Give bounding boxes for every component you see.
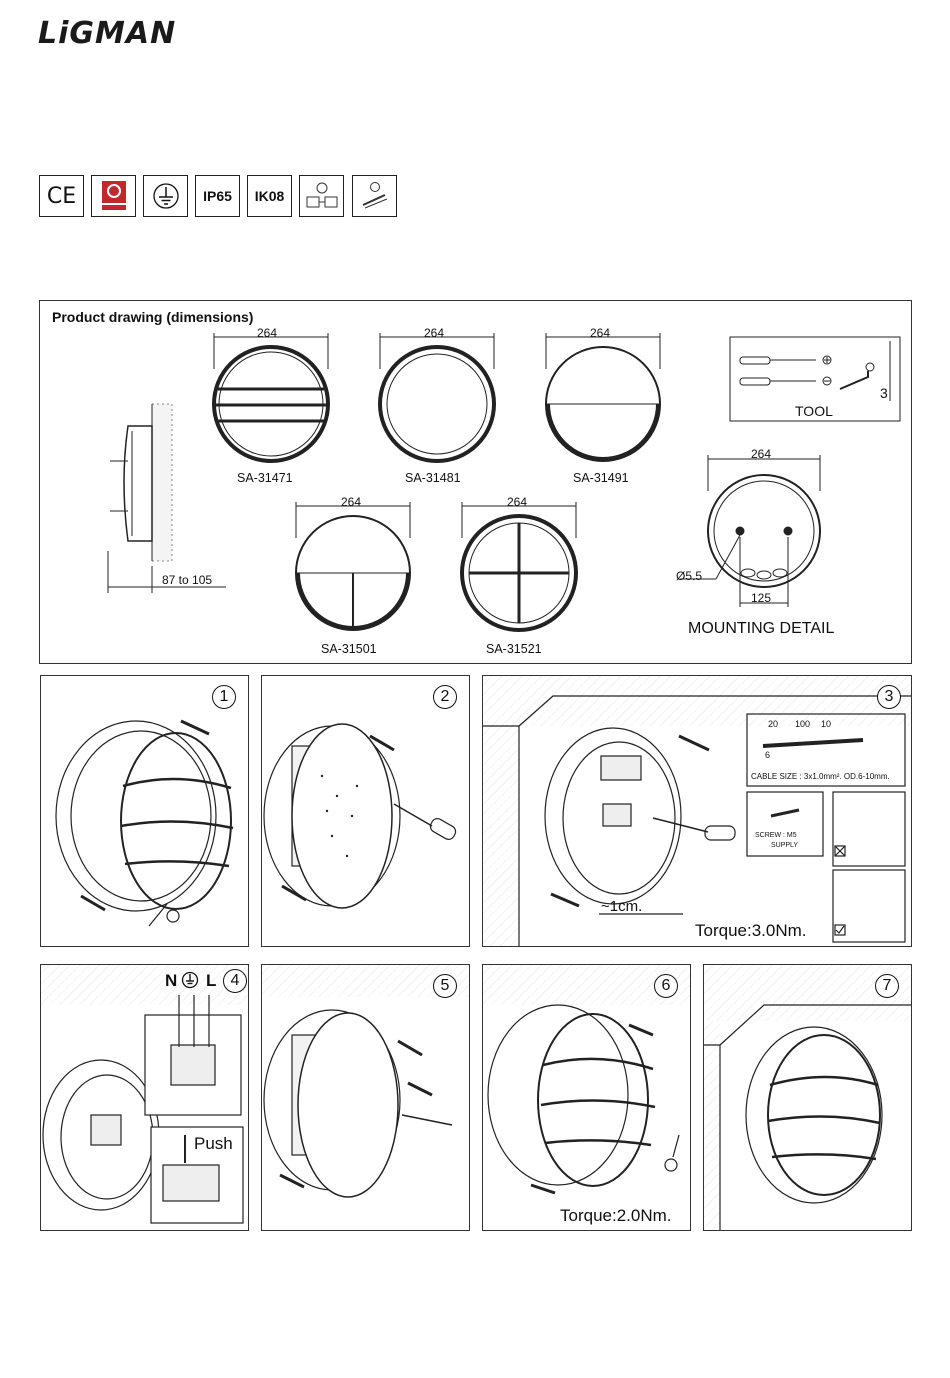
cable-dim: 100	[795, 719, 810, 729]
install-angle-icon	[299, 175, 344, 217]
step-number: 7	[875, 974, 899, 998]
mounting-width: 264	[751, 447, 771, 461]
remove-cover-illustration	[262, 676, 469, 946]
width-label-31481: 264	[424, 326, 444, 340]
live-label: L	[206, 971, 216, 991]
push-label: Push	[194, 1134, 233, 1154]
step-4-panel: 4 N L Push	[40, 964, 249, 1231]
cable-dim: 6	[765, 750, 770, 760]
torque-label: Torque:2.0Nm.	[560, 1206, 672, 1226]
step-number: 2	[433, 685, 457, 709]
distance-label: ~1cm.	[601, 898, 642, 915]
step-number: 4	[223, 969, 247, 993]
replace-grille-illustration	[483, 965, 690, 1230]
wiring-illustration	[483, 676, 911, 946]
replace-cover-illustration	[262, 965, 469, 1230]
model-label: SA-31501	[321, 642, 377, 656]
step-2-panel: 2	[261, 675, 470, 947]
earth-icon	[181, 971, 199, 994]
torque-label: Torque:3.0Nm.	[695, 921, 807, 941]
screw-supply: SUPPLY	[771, 842, 798, 849]
model-label: SA-31471	[237, 471, 293, 485]
cable-dim: 10	[821, 719, 831, 729]
dimension-drawings	[40, 301, 911, 663]
step-5-panel: 5	[261, 964, 470, 1231]
mounting-hole: Ø5.5	[676, 569, 702, 583]
step-6-panel: 6 Torque:2.0Nm.	[482, 964, 691, 1231]
screw-label: SCREW : M5	[755, 832, 797, 839]
finished-fixture-illustration	[704, 965, 911, 1230]
width-label-31501: 264	[341, 495, 361, 509]
quality-seal-icon	[91, 175, 136, 217]
model-label: SA-31481	[405, 471, 461, 485]
step-number: 6	[654, 974, 678, 998]
step-number: 3	[877, 685, 901, 709]
width-label-31491: 264	[590, 326, 610, 340]
width-label-31471: 264	[257, 326, 277, 340]
step-1-panel: 1	[40, 675, 249, 947]
step-3-panel: 3 20 100 10 6 CABLE SIZE : 3x1.0mm². OD.…	[482, 675, 912, 947]
step-number: 1	[212, 685, 236, 709]
step-number: 5	[433, 974, 457, 998]
model-label: SA-31521	[486, 642, 542, 656]
step-7-panel: 7	[703, 964, 912, 1231]
remove-grille-illustration	[41, 676, 248, 946]
model-label: SA-31491	[573, 471, 629, 485]
neutral-label: N	[165, 971, 177, 991]
screwdriver-mount-icon	[352, 175, 397, 217]
earth-ground-icon	[143, 175, 188, 217]
ligman-logo: LiGMAN	[38, 16, 176, 51]
depth-dimension: 87 to 105	[162, 573, 212, 587]
mounting-detail-label: MOUNTING DETAIL	[688, 620, 834, 638]
ip65-rating: IP65	[195, 175, 240, 217]
product-drawing-panel: Product drawing (dimensions)	[39, 300, 912, 664]
width-label-31521: 264	[507, 495, 527, 509]
terminal-wiring-illustration	[41, 965, 248, 1230]
cable-size: CABLE SIZE : 3x1.0mm². OD.6-10mm.	[751, 772, 890, 781]
mounting-spacing: 125	[751, 591, 771, 605]
tool-size: 3	[880, 385, 888, 401]
ce-mark-icon: CE	[39, 175, 84, 217]
ik08-rating: IK08	[247, 175, 292, 217]
tool-label: TOOL	[795, 403, 833, 419]
cable-dim: 20	[768, 719, 778, 729]
